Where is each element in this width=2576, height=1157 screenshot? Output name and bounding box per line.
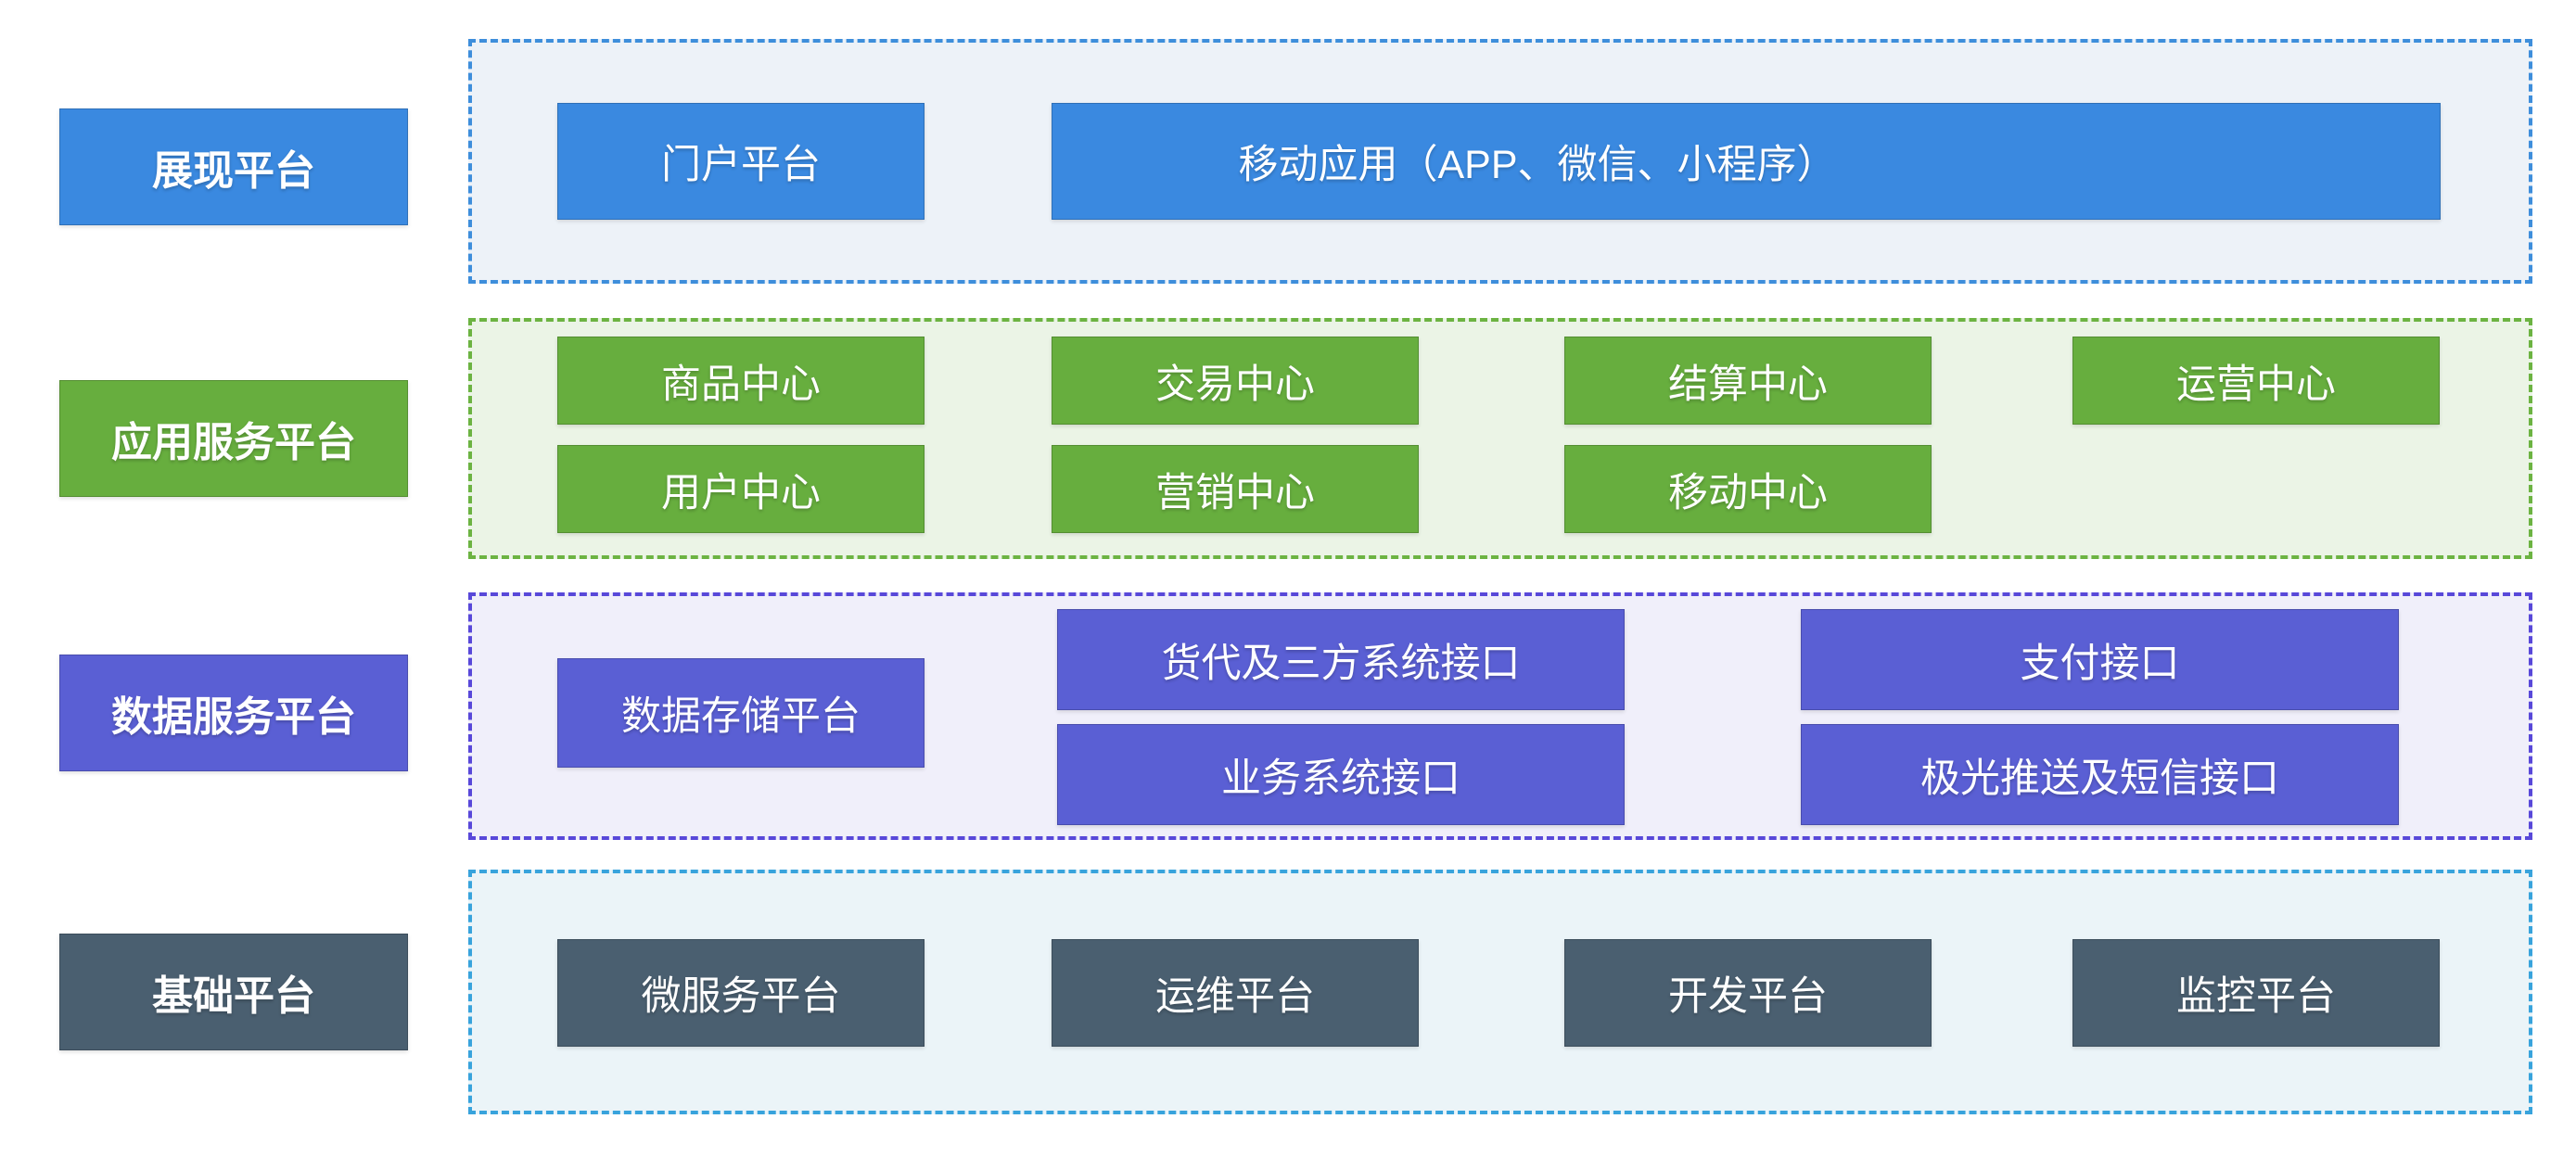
box-operation-center: 运营中心 [2072, 337, 2440, 425]
box-business-system-interface: 业务系统接口 [1057, 724, 1625, 825]
layer-label-presentation-platform: 展现平台 [59, 108, 408, 225]
layer-label-data-service-platform: 数据服务平台 [59, 655, 408, 771]
layer-label-base-platform: 基础平台 [59, 934, 408, 1050]
box-product-center: 商品中心 [557, 337, 925, 425]
layer-label-application-service-platform: 应用服务平台 [59, 380, 408, 497]
box-mobile-center: 移动中心 [1564, 445, 1932, 533]
box-data-storage-platform: 数据存储平台 [557, 658, 925, 768]
box-mobile-app: 移动应用（APP、微信、小程序） [1052, 103, 2441, 220]
box-settlement-center: 结算中心 [1564, 337, 1932, 425]
box-monitoring-platform: 监控平台 [2072, 939, 2440, 1047]
box-marketing-center: 营销中心 [1052, 445, 1419, 533]
box-development-platform: 开发平台 [1564, 939, 1932, 1047]
box-ops-platform: 运维平台 [1052, 939, 1419, 1047]
box-jpush-sms-interface: 极光推送及短信接口 [1801, 724, 2399, 825]
box-microservice-platform: 微服务平台 [557, 939, 925, 1047]
box-forwarder-third-party-interface: 货代及三方系统接口 [1057, 609, 1625, 710]
box-payment-interface: 支付接口 [1801, 609, 2399, 710]
box-portal-platform: 门户平台 [557, 103, 925, 220]
box-trade-center: 交易中心 [1052, 337, 1419, 425]
box-user-center: 用户中心 [557, 445, 925, 533]
